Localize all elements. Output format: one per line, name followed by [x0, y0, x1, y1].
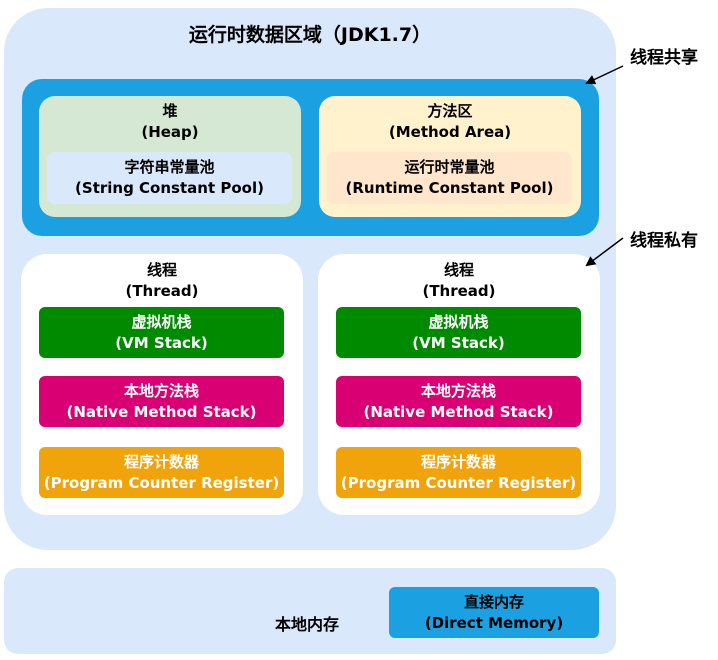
- native-method-stack-box-1: 本地方法栈 (Native Method Stack): [39, 376, 284, 427]
- pc-register-title: 程序计数器: [420, 452, 496, 471]
- runtime-pool-title: 运行时常量池: [404, 158, 495, 176]
- native-method-stack-box-2: 本地方法栈 (Native Method Stack): [336, 376, 581, 427]
- pc-register-title: 程序计数器: [123, 452, 199, 471]
- method-area-title: 方法区: [427, 102, 473, 120]
- shared-arrow-icon: [585, 65, 624, 85]
- native-stack-title: 本地方法栈: [420, 381, 496, 400]
- thread-subtitle: (Thread): [125, 282, 199, 300]
- vm-stack-box-2: 虚拟机栈 (VM Stack): [336, 307, 581, 358]
- vm-stack-title: 虚拟机栈: [428, 312, 489, 331]
- native-stack-subtitle: (Native Method Stack): [363, 402, 554, 421]
- string-pool-title: 字符串常量池: [124, 158, 215, 176]
- direct-memory-title: 直接内存: [463, 592, 524, 611]
- heap-title: 堆: [162, 102, 178, 120]
- direct-memory-subtitle: (Direct Memory): [424, 613, 564, 632]
- runtime-constant-pool-box: 运行时常量池 (Runtime Constant Pool): [327, 152, 572, 204]
- direct-memory-box: 直接内存 (Direct Memory): [389, 587, 599, 638]
- vm-stack-box-1: 虚拟机栈 (VM Stack): [39, 307, 284, 358]
- method-area-subtitle: (Method Area): [388, 123, 512, 141]
- vm-stack-subtitle: (VM Stack): [115, 333, 208, 352]
- heap-subtitle: (Heap): [141, 123, 199, 141]
- native-stack-subtitle: (Native Method Stack): [66, 402, 257, 421]
- thread-title: 线程: [146, 261, 177, 279]
- thread-title: 线程: [443, 261, 474, 279]
- runtime-area-title: 运行时数据区域（JDK1.7）: [188, 24, 432, 46]
- pc-register-box-1: 程序计数器 (Program Counter Register): [39, 447, 284, 498]
- pc-register-box-2: 程序计数器 (Program Counter Register): [336, 447, 581, 498]
- thread-shared-label: 线程共享: [630, 48, 698, 68]
- vm-stack-title: 虚拟机栈: [131, 312, 192, 331]
- thread-private-label: 线程私有: [630, 231, 698, 251]
- vm-stack-subtitle: (VM Stack): [412, 333, 505, 352]
- pc-register-subtitle: (Program Counter Register): [43, 473, 280, 492]
- runtime-pool-subtitle: (Runtime Constant Pool): [345, 179, 554, 197]
- string-pool-subtitle: (String Constant Pool): [75, 179, 264, 197]
- string-constant-pool-box: 字符串常量池 (String Constant Pool): [47, 152, 292, 204]
- pc-register-subtitle: (Program Counter Register): [340, 473, 577, 492]
- native-memory-label: 本地内存: [275, 615, 340, 634]
- thread-subtitle: (Thread): [422, 282, 496, 300]
- annotation-arrows: [585, 65, 624, 267]
- private-arrow-icon: [585, 237, 624, 267]
- native-stack-title: 本地方法栈: [123, 381, 199, 400]
